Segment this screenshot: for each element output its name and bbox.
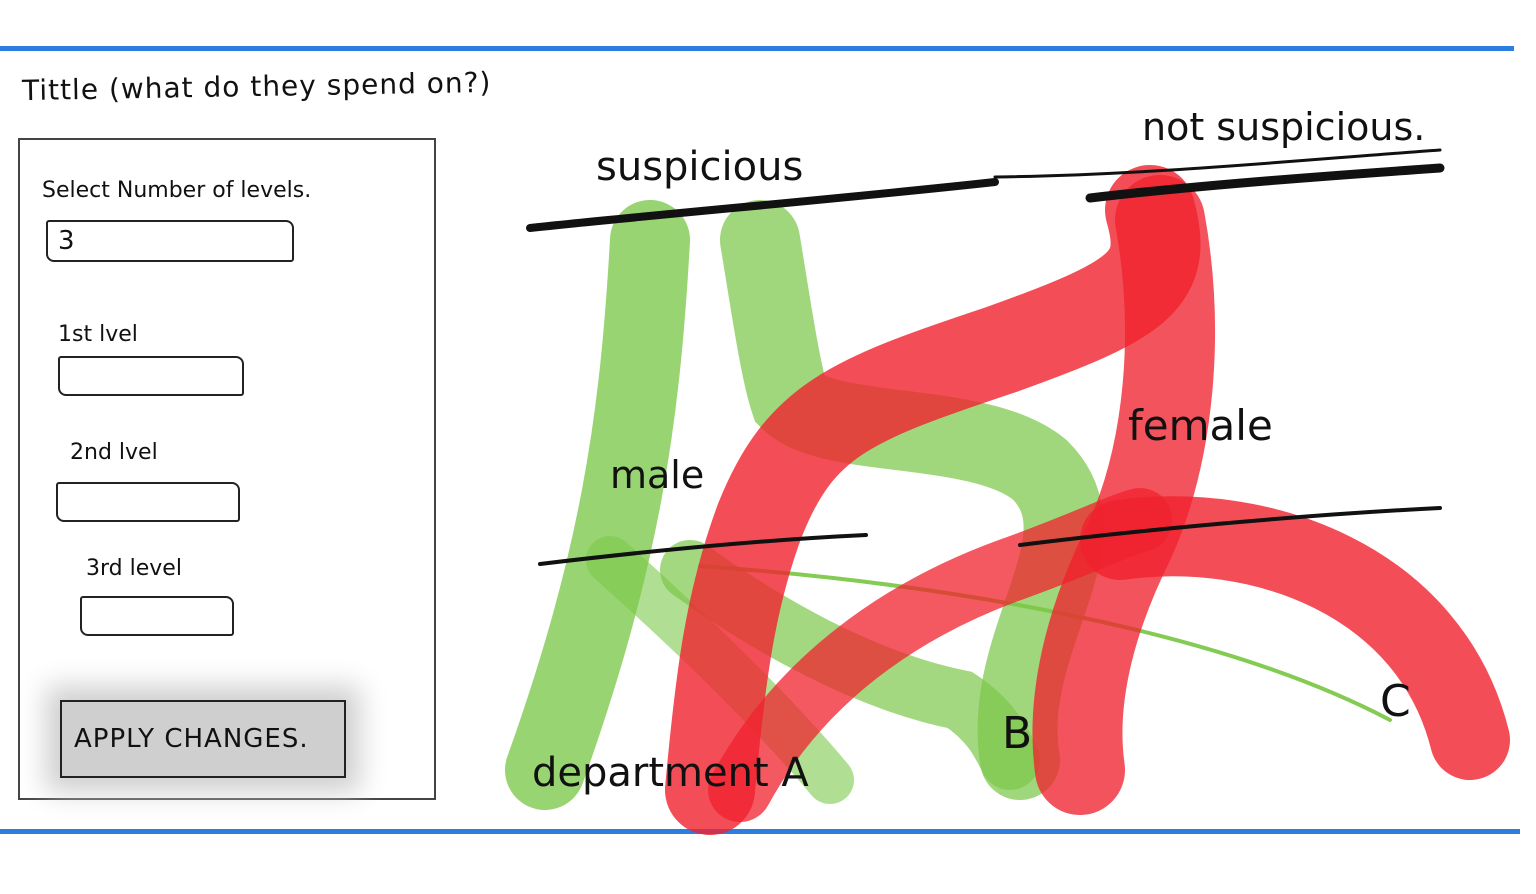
label-department-a: department A <box>532 750 809 796</box>
label-suspicious: suspicious <box>596 144 803 190</box>
label-not-suspicious: not suspicious. <box>1142 105 1425 149</box>
rule-not-suspicious <box>1085 163 1445 203</box>
rule-male <box>538 533 868 566</box>
level2-input[interactable] <box>56 482 240 522</box>
band-not-suspicious-c <box>1080 496 1510 780</box>
label-b: B <box>1002 708 1032 759</box>
levels-input[interactable]: 3 <box>46 220 294 262</box>
level3-input[interactable] <box>80 596 234 636</box>
label-c: C <box>1380 676 1411 727</box>
levels-label: Select Number of levels. <box>42 178 312 203</box>
band-suspicious-male <box>720 200 1104 800</box>
rule-suspicious <box>526 178 999 232</box>
level2-label: 2nd lvel <box>70 440 158 465</box>
level3-label: 3rd level <box>86 556 182 581</box>
rule-female <box>1018 506 1442 547</box>
top-rule <box>0 46 1514 51</box>
band-suspicious-left <box>505 200 690 810</box>
level-rules <box>526 148 1445 566</box>
label-male: male <box>610 453 704 497</box>
rule-top-thin <box>993 148 1442 179</box>
level1-input[interactable] <box>58 356 244 396</box>
thin-flow-c <box>698 564 1392 722</box>
flow-bands <box>505 165 1510 835</box>
diagram-labels: suspicious not suspicious. male female d… <box>532 105 1425 796</box>
bottom-rule <box>0 829 1520 834</box>
apply-changes-button[interactable]: APPLY CHANGES. <box>60 700 346 778</box>
level1-label: 1st lvel <box>58 322 138 347</box>
control-panel: Select Number of levels. 3 1st lvel 2nd … <box>18 138 436 800</box>
label-female: female <box>1128 401 1273 450</box>
